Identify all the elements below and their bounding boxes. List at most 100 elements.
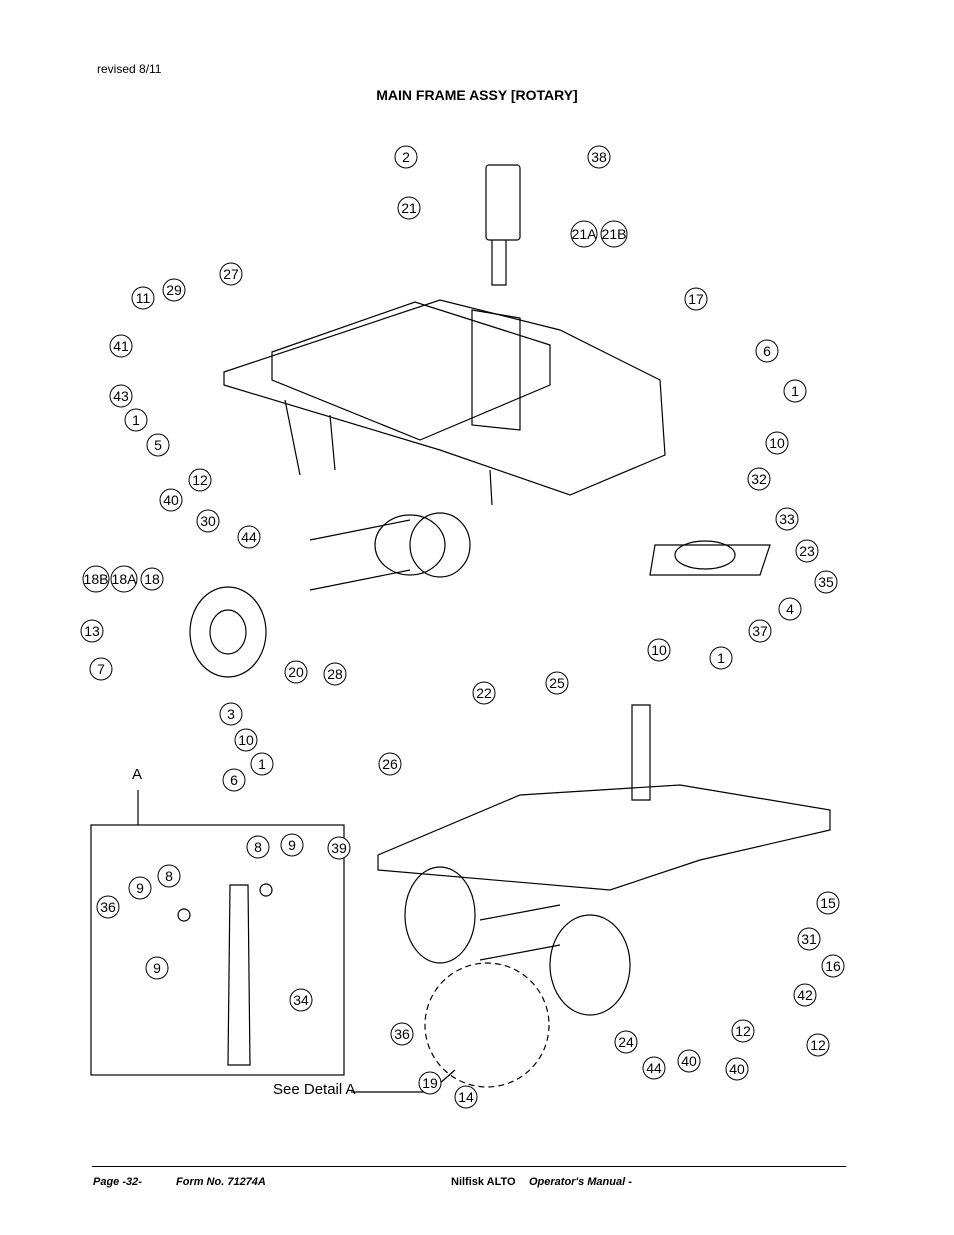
callout-number: 30 xyxy=(200,513,216,529)
callout-63: 14 xyxy=(454,1085,478,1109)
callout-47: 8 xyxy=(157,864,181,888)
callout-number: 36 xyxy=(100,899,116,915)
callout-number: 20 xyxy=(288,664,304,680)
callout-number: 37 xyxy=(752,623,768,639)
detail-letter: A xyxy=(132,766,142,783)
callout-number: 13 xyxy=(84,623,100,639)
callout-43: 8 xyxy=(246,835,270,859)
callout-6: 27 xyxy=(219,262,243,286)
callout-3: 21 xyxy=(397,196,421,220)
callout-number: 3 xyxy=(227,706,235,722)
callout-number: 23 xyxy=(799,543,815,559)
callout-number: 40 xyxy=(729,1061,745,1077)
callout-number: 9 xyxy=(288,837,296,853)
callout-number: 10 xyxy=(651,642,667,658)
callout-20: 44 xyxy=(237,525,261,549)
callout-number: 29 xyxy=(166,282,182,298)
callout-number: 19 xyxy=(422,1075,438,1091)
callout-number: 1 xyxy=(791,383,799,399)
callout-44: 9 xyxy=(280,833,304,857)
callout-number: 11 xyxy=(136,290,151,306)
callout-52: 31 xyxy=(797,927,821,951)
callout-number: 12 xyxy=(735,1023,751,1039)
callout-35: 25 xyxy=(545,671,569,695)
callout-number: 39 xyxy=(331,840,347,856)
callout-number: 8 xyxy=(165,868,173,884)
callout-34: 22 xyxy=(472,681,496,705)
callout-number: 26 xyxy=(382,756,398,772)
callout-59: 44 xyxy=(642,1056,666,1080)
callout-number: 10 xyxy=(769,435,785,451)
callout-number: 40 xyxy=(163,492,179,508)
callout-1: 2 xyxy=(394,145,418,169)
callout-23: 23 xyxy=(795,539,819,563)
callout-number: 12 xyxy=(810,1037,826,1053)
callout-10: 17 xyxy=(684,287,708,311)
callout-number: 2 xyxy=(402,149,410,165)
callout-number: 27 xyxy=(223,266,239,282)
callout-57: 36 xyxy=(390,1022,414,1046)
callout-61: 12 xyxy=(806,1033,830,1057)
callout-30: 37 xyxy=(748,619,772,643)
callout-number: 5 xyxy=(154,437,162,453)
callout-number: 18B xyxy=(84,571,109,587)
callout-number: 14 xyxy=(458,1089,474,1105)
callout-41: 1 xyxy=(250,752,274,776)
callout-number: 38 xyxy=(591,149,607,165)
callout-36: 10 xyxy=(647,638,671,662)
callout-number: 36 xyxy=(394,1026,410,1042)
callout-27: 35 xyxy=(814,570,838,594)
callout-number: 4 xyxy=(786,601,794,617)
callout-28: 4 xyxy=(778,597,802,621)
callout-number: 9 xyxy=(153,960,161,976)
callout-45: 39 xyxy=(327,836,351,860)
callout-26: 18 xyxy=(140,567,164,591)
callout-number: 18 xyxy=(144,571,160,587)
callout-number: 33 xyxy=(779,511,795,527)
callout-22: 33 xyxy=(775,507,799,531)
callout-number: 1 xyxy=(717,650,725,666)
callout-54: 42 xyxy=(793,983,817,1007)
callout-number: 7 xyxy=(97,661,105,677)
callout-56: 40 xyxy=(677,1049,701,1073)
callout-number: 12 xyxy=(192,472,208,488)
callout-9: 41 xyxy=(109,334,133,358)
callout-number: 41 xyxy=(113,338,129,354)
callout-number: 35 xyxy=(818,574,834,590)
callout-14: 1 xyxy=(124,408,148,432)
callout-8: 29 xyxy=(162,278,186,302)
callout-60: 40 xyxy=(725,1057,749,1081)
callout-55: 12 xyxy=(731,1019,755,1043)
callout-number: 17 xyxy=(688,291,704,307)
callout-4: 21A xyxy=(570,220,598,248)
callout-number: 32 xyxy=(751,471,767,487)
callout-7: 11 xyxy=(131,286,155,310)
callout-46: 9 xyxy=(128,876,152,900)
callout-19: 30 xyxy=(196,509,220,533)
callout-number: 22 xyxy=(476,685,492,701)
callout-number: 15 xyxy=(820,895,836,911)
footer-rule xyxy=(92,1166,846,1167)
callout-49: 9 xyxy=(145,956,169,980)
callout-number: 21B xyxy=(602,226,627,242)
callout-51: 15 xyxy=(816,891,840,915)
callout-number: 1 xyxy=(132,412,140,428)
see-detail-label: See Detail A xyxy=(273,1081,356,1098)
callout-13: 43 xyxy=(109,384,133,408)
callout-number: 9 xyxy=(136,880,144,896)
callout-number: 1 xyxy=(258,756,266,772)
callout-number: 6 xyxy=(230,772,238,788)
callout-38: 3 xyxy=(219,702,243,726)
callout-24: 18B xyxy=(82,565,110,593)
callout-21: 32 xyxy=(747,467,771,491)
callout-58: 24 xyxy=(614,1030,638,1054)
callout-number: 42 xyxy=(797,987,813,1003)
footer-form: Form No. 71274A xyxy=(176,1176,266,1188)
callout-number: 28 xyxy=(327,666,343,682)
callout-number: 44 xyxy=(241,529,257,545)
callout-5: 21B xyxy=(600,220,628,248)
callout-31: 7 xyxy=(89,657,113,681)
callout-37: 1 xyxy=(709,646,733,670)
footer-brand: Nilfisk ALTO xyxy=(451,1176,516,1188)
